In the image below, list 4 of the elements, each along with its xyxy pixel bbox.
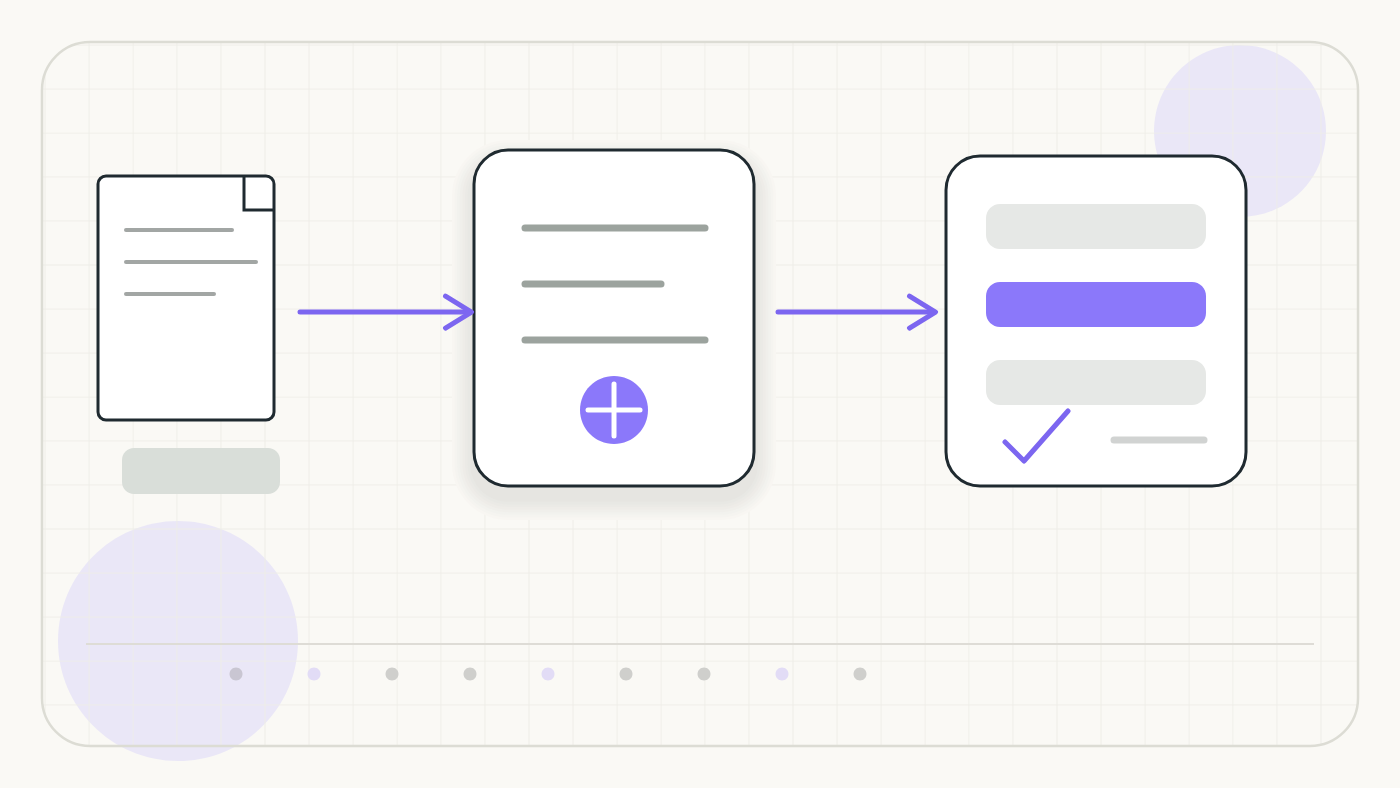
card [472, 148, 756, 488]
document [96, 174, 276, 422]
arrow [297, 293, 474, 331]
arrow [775, 293, 938, 331]
